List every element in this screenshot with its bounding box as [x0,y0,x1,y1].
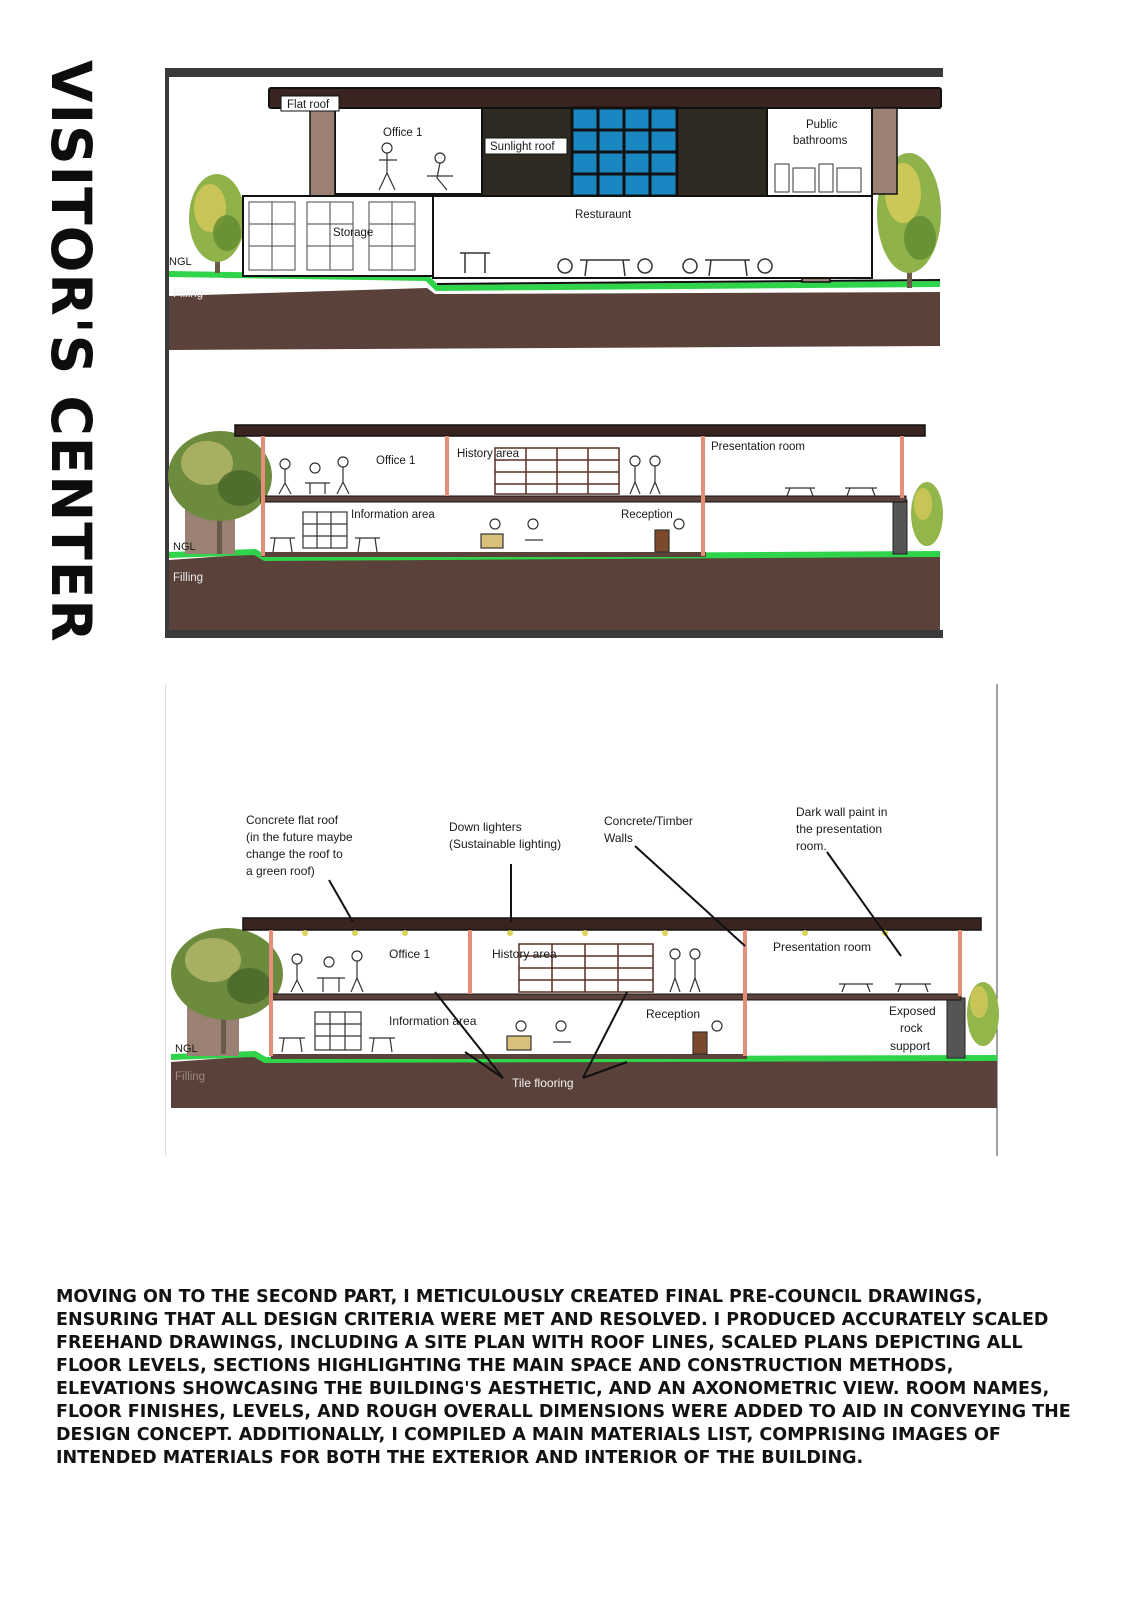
panel-top-border [165,68,943,77]
label-reception: Reception [621,509,673,521]
callout-paint-line: room. [796,839,827,853]
callout-paint-line: Dark wall paint in [796,805,887,819]
history-shelves [518,943,654,993]
tree-icon [946,982,999,1059]
label-information-area: Information area [351,509,435,521]
tree-icon [189,174,245,273]
floor-slab [270,993,962,1001]
label-office: Office 1 [383,127,422,139]
label-presentation-room: Presentation room [773,940,871,954]
soil-fill [171,1056,997,1108]
callout-paint: Dark wall paint in the presentation room… [796,805,887,853]
label-history-area: History area [457,448,520,460]
callout-roof-line: (in the future maybe [246,830,353,844]
label-restaurant: Resturaunt [575,209,632,221]
callout-roof-line: Concrete flat roof [246,813,339,827]
label-storage: Storage [333,227,373,239]
label-presentation-room: Presentation room [711,441,805,453]
callout-lines [328,845,902,1079]
tree-icon [171,928,283,1056]
label-history-area: History area [492,947,557,961]
toilet-icon [774,163,862,193]
column [871,107,898,195]
section-drawings-svg: Flat roof Office 1 Sunlight roof Public … [165,68,943,638]
label-filling: Filling [175,1071,205,1083]
label-sunlight-roof: Sunlight roof [490,141,555,153]
flat-roof [234,424,926,437]
label-filling: Filling [173,572,203,584]
callout-walls-line: Concrete/Timber [604,814,693,828]
floor-slab [271,1054,747,1059]
section-one: Flat roof Office 1 Sunlight roof Public … [168,87,942,350]
callout-lighters-line: Down lighters [449,820,522,834]
flat-roof [268,87,942,109]
restaurant-tables [460,252,773,277]
label-information-area: Information area [389,1014,477,1028]
floor-slab [260,495,907,503]
callout-walls: Concrete/Timber Walls [604,814,693,845]
office-figures [378,142,453,191]
callout-roof-line: change the roof to [246,847,343,861]
label-tile-flooring: Tile flooring [512,1076,574,1090]
soil-fill [169,288,940,350]
floor-slab [261,552,706,557]
ground-floor-furniture [270,511,685,553]
history-shelves [494,447,620,495]
label-ngl: NGL [169,256,192,268]
callout-lighters: Down lighters (Sustainable lighting) [449,820,561,851]
office-room [334,107,483,195]
glass-window [570,106,679,198]
ground-floor-furniture [279,1011,723,1055]
soil-fill [169,554,940,630]
people-figures [278,455,877,497]
section-two: Office 1 History area Presentation room … [168,424,943,630]
annotated-section-panel: Concrete flat roof (in the future maybe … [165,684,1000,1156]
label-exposed-rock: rock [900,1021,924,1035]
sunlight-roof-panel [676,107,768,197]
label-flat-roof: Flat roof [287,99,330,111]
storage-room [242,195,434,277]
callout-paint-line: the presentation [796,822,882,836]
annotated-section-svg: Concrete flat roof (in the future maybe … [165,684,1000,1156]
label-exposed-rock: support [890,1039,931,1053]
tree-icon [892,482,943,555]
label-ngl: NGL [173,541,196,553]
callout-roof-line: a green roof) [246,864,315,878]
label-public-bathrooms: Public [806,119,838,131]
people-figures [290,948,931,993]
panel-left-border [165,68,169,638]
label-reception: Reception [646,1007,700,1021]
column [309,107,336,197]
callout-roof: Concrete flat roof (in the future maybe … [246,813,353,878]
section-drawings-panel: Flat roof Office 1 Sunlight roof Public … [165,68,943,638]
callout-walls-line: Walls [604,831,633,845]
label-office: Office 1 [376,455,415,467]
callout-lighters-line: (Sustainable lighting) [449,837,561,851]
timber-posts [269,930,962,1056]
flat-roof [242,917,982,931]
label-office: Office 1 [389,947,430,961]
page-title: VISITOR'S CENTER [39,60,103,643]
timber-posts [261,436,904,556]
label-exposed-rock: Exposed [889,1004,936,1018]
description-paragraph: Moving on to the second part, I meticulo… [56,1287,1071,1468]
storage-shelves [248,201,416,271]
label-filling: Filling [173,288,203,300]
label-public-bathrooms: bathrooms [793,135,848,147]
label-ngl: NGL [175,1043,198,1055]
tree-icon [168,431,272,554]
panel-bottom-border [165,630,943,638]
